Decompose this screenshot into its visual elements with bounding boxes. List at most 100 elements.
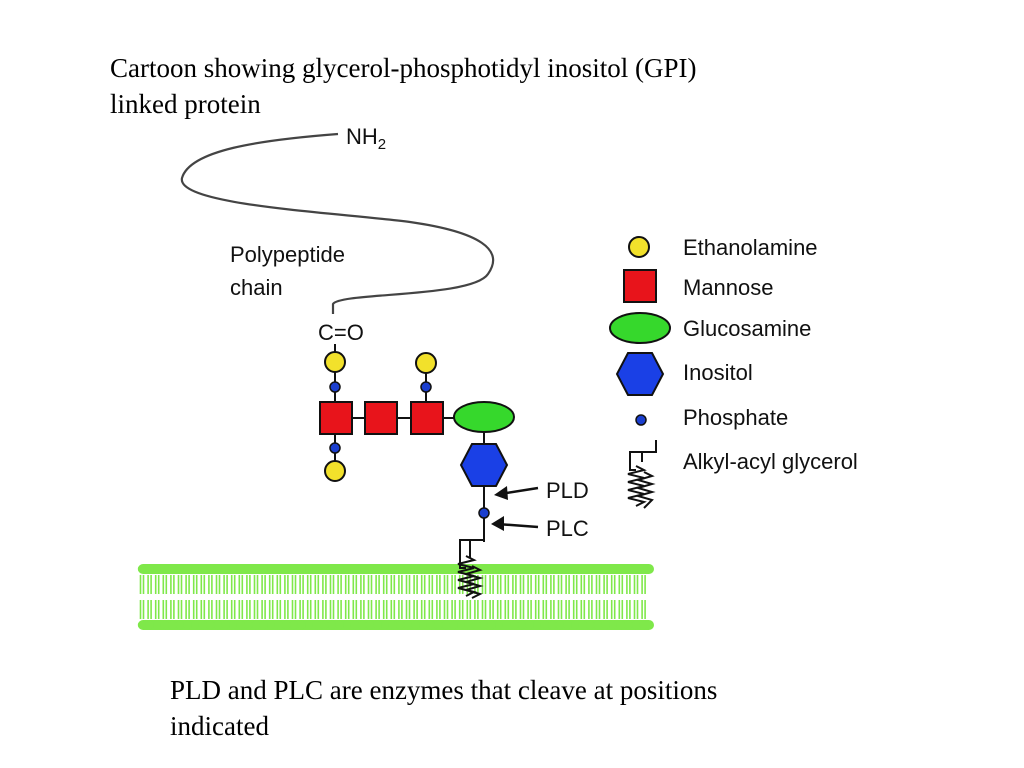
phospholipid-head — [350, 564, 359, 574]
legend-label-glucosamine: Glucosamine — [683, 316, 811, 341]
phospholipid-head — [350, 620, 359, 630]
polypeptide-label-line-1: Polypeptide — [230, 242, 345, 267]
phospholipid-head — [411, 564, 420, 574]
phospholipid-head — [624, 620, 633, 630]
phospholipid-head — [373, 564, 382, 574]
caption-line-2: indicated — [170, 711, 269, 741]
phospholipid-head — [510, 564, 519, 574]
phospholipid-head — [320, 564, 329, 574]
phospholipid-head — [487, 564, 496, 574]
phospholipid-head — [297, 620, 306, 630]
phospholipid-head — [320, 620, 329, 630]
phospholipid-head — [502, 564, 511, 574]
phospholipid-head — [358, 564, 367, 574]
phospholipid-head — [555, 620, 565, 630]
phospholipid-head — [548, 620, 557, 630]
inositol-hexagon — [459, 443, 509, 487]
phospholipid-head — [517, 564, 527, 574]
plc-label: PLC — [546, 516, 589, 541]
phospholipid-head — [381, 564, 390, 574]
phospholipid-head — [419, 620, 428, 630]
phospholipid-head — [198, 620, 207, 630]
legend-label-inositol: Inositol — [683, 360, 753, 385]
phospholipid-head — [335, 564, 344, 574]
inositol-legend-icon — [615, 352, 665, 396]
phospholipid-head — [639, 620, 648, 630]
phospholipid-head — [571, 564, 580, 574]
phospholipid-head — [244, 620, 253, 630]
slide-title: Cartoon showing glycerol-phosphotidyl in… — [110, 50, 910, 122]
phospholipid-head — [244, 564, 253, 574]
phospholipid-head — [259, 564, 268, 574]
phospholipid-head — [533, 620, 542, 630]
ethanolamine-top-right — [415, 352, 437, 374]
phospholipid-head — [327, 564, 337, 574]
plc-arrow — [491, 516, 539, 531]
legend-label-ethanolamine: Ethanolamine — [683, 235, 818, 260]
phospholipid-head — [168, 564, 177, 574]
phospholipid-head — [335, 620, 344, 630]
phospholipid-head — [631, 620, 641, 630]
phospholipid-head — [198, 564, 207, 574]
phospholipid-head — [396, 564, 405, 574]
phospholipid-head — [510, 620, 519, 630]
phospholipid-head — [479, 620, 489, 630]
legend-label-phosphate: Phosphate — [683, 405, 788, 430]
phospholipid-head — [464, 620, 473, 630]
phospholipid-head — [229, 564, 238, 574]
polypeptide-chain-curve — [180, 132, 495, 314]
phospholipid-head — [259, 620, 268, 630]
phosphate-dot — [420, 381, 432, 393]
phospholipid-head — [563, 620, 572, 630]
phospholipid-head — [434, 564, 443, 574]
pld-label: PLD — [546, 478, 589, 503]
phospholipid-head — [213, 564, 223, 574]
phospholipid-head — [191, 620, 200, 630]
slide-caption: PLD and PLC are enzymes that cleave at p… — [170, 672, 930, 744]
mannose-2 — [364, 401, 398, 435]
phospholipid-head — [145, 620, 154, 630]
phospholipid-head — [206, 564, 215, 574]
phospholipid-head — [419, 564, 428, 574]
phospholipid-head — [274, 564, 283, 574]
glucosamine-legend-icon — [609, 312, 671, 344]
phospholipid-head — [593, 564, 603, 574]
ethanolamine-bottom-left — [324, 460, 346, 482]
phospholipid-head — [495, 564, 504, 574]
phospholipid-head — [563, 564, 572, 574]
mannose-legend-icon — [623, 269, 657, 303]
phosphate-dot — [329, 442, 341, 454]
phospholipid-head — [153, 620, 162, 630]
phospholipid-head — [274, 620, 283, 630]
phospholipid-head — [221, 620, 230, 630]
phospholipid-head — [236, 620, 245, 630]
phospholipid-head — [305, 564, 314, 574]
phospholipid-head — [282, 620, 291, 630]
phospholipid-head — [479, 564, 489, 574]
phospholipid-head — [312, 564, 321, 574]
phospholipid-head — [343, 620, 352, 630]
phospholipid-head — [388, 564, 397, 574]
pld-arrow — [494, 486, 539, 500]
alkyl-acyl-glycerol-legend-icon — [627, 440, 657, 509]
phospholipid-head — [540, 564, 549, 574]
phospholipid-head — [533, 564, 542, 574]
phospholipid-head — [472, 620, 481, 630]
phospholipid-head — [403, 620, 413, 630]
phospholipid-head — [449, 564, 458, 574]
phospholipid-head — [434, 620, 443, 630]
legend-label-alkyl-acyl-glycerol: Alkyl-acyl glycerol — [683, 449, 858, 474]
phospholipid-head — [137, 620, 147, 630]
phospholipid-head — [175, 564, 185, 574]
phospholipid-head — [327, 620, 337, 630]
phospholipid-head — [183, 620, 192, 630]
phospholipid-head — [426, 620, 435, 630]
phospholipid-head — [593, 620, 603, 630]
phospholipid-head — [305, 620, 314, 630]
phospholipid-head — [175, 620, 185, 630]
phospholipid-head — [388, 620, 397, 630]
phospholipid-head — [312, 620, 321, 630]
phospholipid-head — [540, 620, 549, 630]
phospholipid-head — [601, 564, 610, 574]
